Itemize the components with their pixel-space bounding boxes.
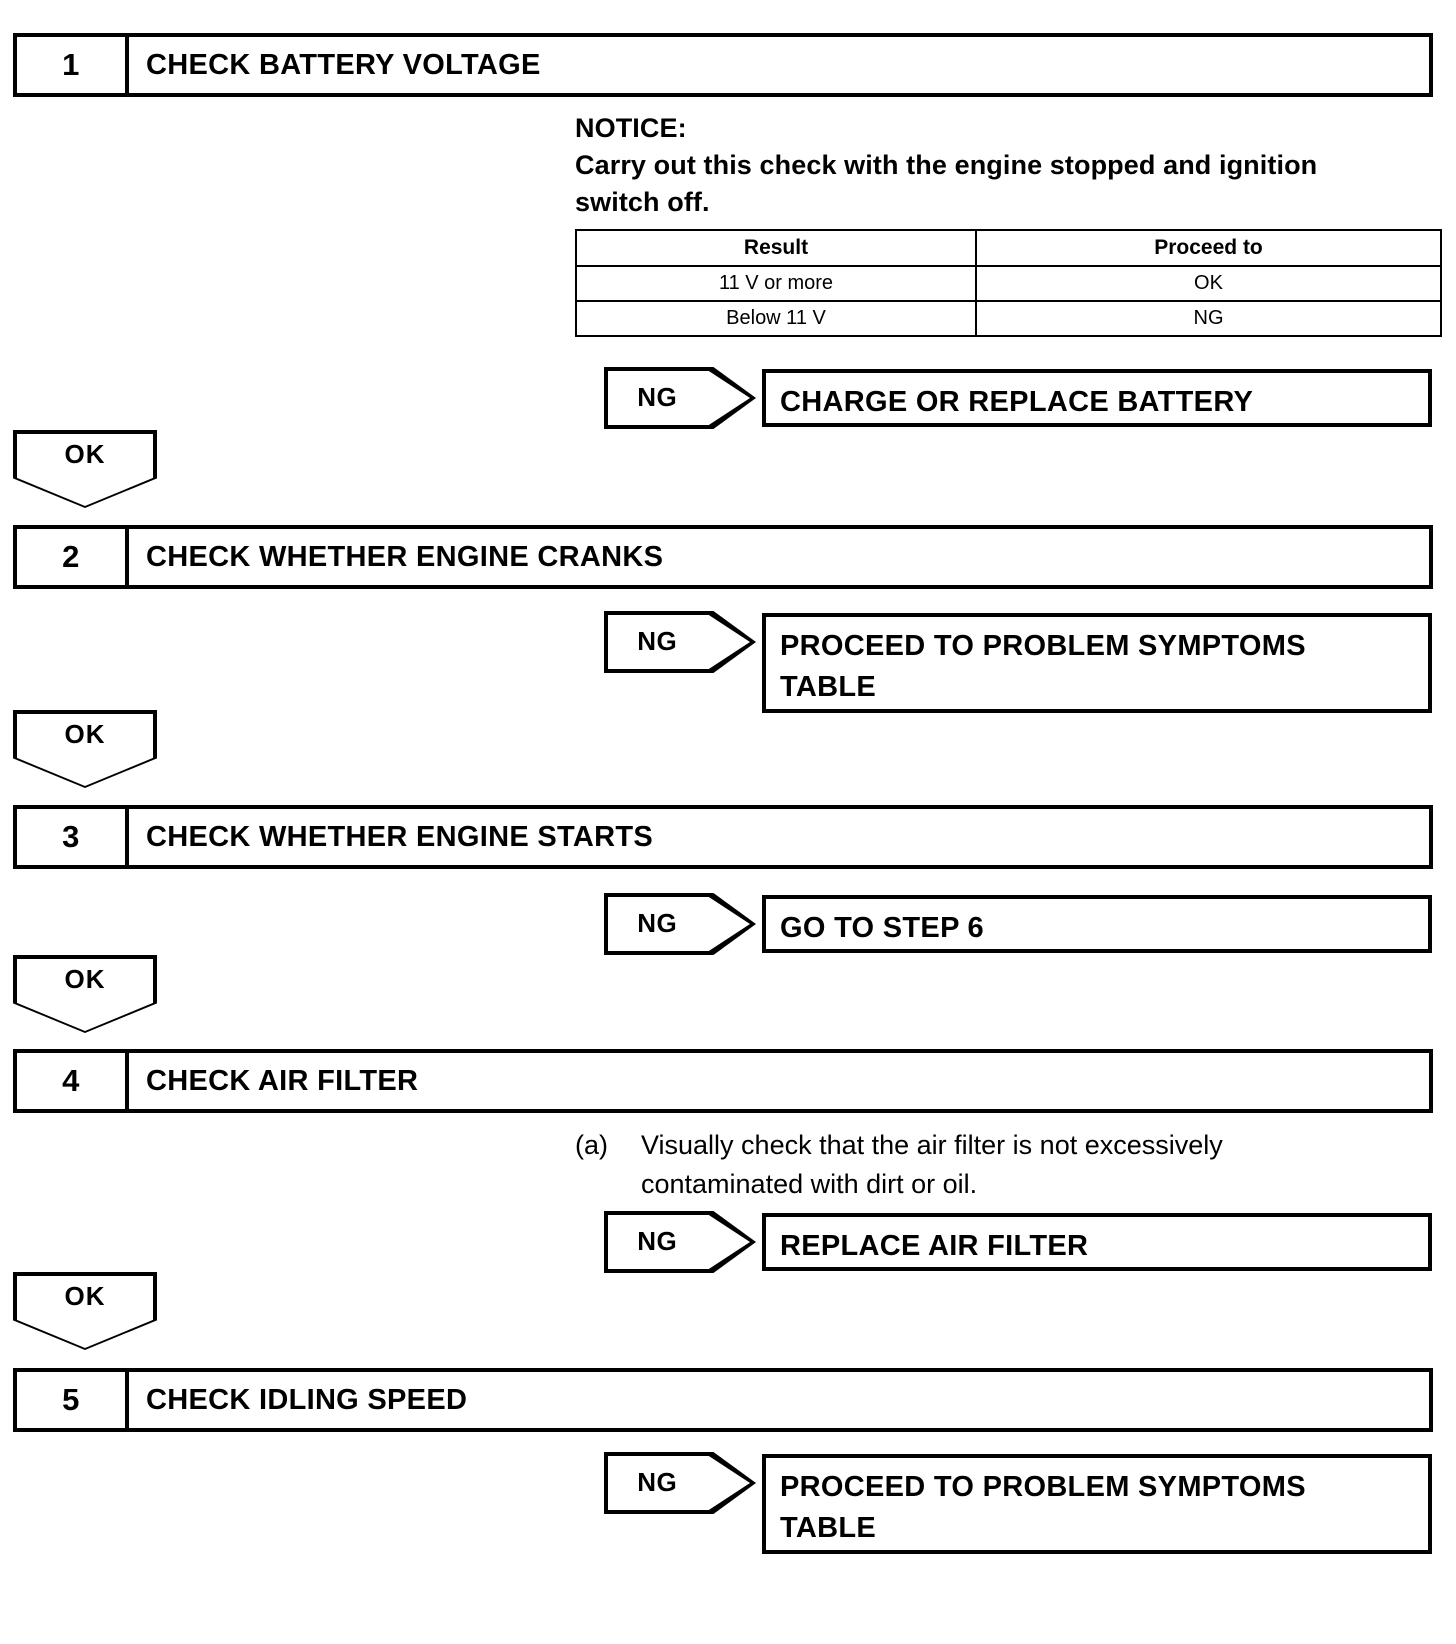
action-box-charge-or-replace-battery: CHARGE OR REPLACE BATTERY (762, 369, 1432, 427)
table-cell-result: Below 11 V (575, 300, 977, 337)
ok-arrow-3: OK (13, 955, 157, 1033)
ng-arrow-label: NG (637, 1226, 678, 1256)
ok-arrow-2: OK (13, 710, 157, 788)
action-line-1: PROCEED TO PROBLEM SYMPTOMS (780, 630, 1306, 662)
step-number-2: 2 (17, 529, 129, 585)
step-title-2: CHECK WHETHER ENGINE CRANKS (146, 540, 664, 573)
step-box-2: 2 CHECK WHETHER ENGINE CRANKS (13, 525, 1433, 589)
ok-arrow-4: OK (13, 1272, 157, 1350)
step-title-5: CHECK IDLING SPEED (146, 1383, 468, 1416)
table-row: Below 11 V NG (575, 300, 1442, 337)
step-number-3: 3 (17, 809, 129, 865)
step-number-4: 4 (17, 1053, 129, 1109)
action-line-1: PROCEED TO PROBLEM SYMPTOMS (780, 1471, 1306, 1503)
action-line-2: TABLE (780, 671, 877, 703)
ng-arrow-label: NG (637, 1467, 678, 1497)
action-line-2: TABLE (780, 1512, 877, 1544)
table-header-row: Result Proceed to (575, 229, 1442, 267)
ng-arrow-label: NG (637, 908, 678, 938)
ok-arrow-label: OK (64, 1281, 106, 1311)
step-number-5: 5 (17, 1372, 129, 1428)
action-box-replace-air-filter: REPLACE AIR FILTER (762, 1213, 1432, 1271)
ok-arrow-label: OK (64, 719, 106, 749)
action-line-1: GO TO STEP 6 (780, 912, 984, 944)
action-box-proceed-to-problem-symptoms-table-2: PROCEED TO PROBLEM SYMPTOMS TABLE (762, 613, 1432, 713)
ng-arrow-label: NG (637, 626, 678, 656)
table-header-proceed-to: Proceed to (975, 229, 1442, 267)
action-line-1: CHARGE OR REPLACE BATTERY (780, 386, 1254, 418)
action-line-1: REPLACE AIR FILTER (780, 1230, 1089, 1262)
instruction-block-4: (a) Visually check that the air filter i… (575, 1126, 1365, 1204)
instruction-marker: (a) (575, 1130, 608, 1160)
step-title-4: CHECK AIR FILTER (146, 1064, 419, 1097)
step-box-3: 3 CHECK WHETHER ENGINE STARTS (13, 805, 1433, 869)
notice-line-2: switch off. (575, 187, 710, 217)
ok-arrow-label: OK (64, 964, 106, 994)
table-cell-proceed: NG (975, 300, 1442, 337)
step-box-1: 1 CHECK BATTERY VOLTAGE (13, 33, 1433, 97)
notice-line-1: Carry out this check with the engine sto… (575, 150, 1318, 180)
step-box-5: 5 CHECK IDLING SPEED (13, 1368, 1433, 1432)
ok-arrow-label: OK (64, 439, 106, 469)
step-number-1: 1 (17, 37, 129, 93)
table-cell-proceed: OK (975, 265, 1442, 302)
table-cell-result: 11 V or more (575, 265, 977, 302)
table-header-result: Result (575, 229, 977, 267)
instruction-line-1: Visually check that the air filter is no… (641, 1130, 1223, 1160)
step-box-4: 4 CHECK AIR FILTER (13, 1049, 1433, 1113)
table-row: 11 V or more OK (575, 265, 1442, 302)
step-title-3: CHECK WHETHER ENGINE STARTS (146, 820, 654, 853)
ng-arrow-4: NG (604, 1211, 756, 1273)
result-table-1: Result Proceed to 11 V or more OK Below … (575, 229, 1442, 337)
ok-arrow-1: OK (13, 430, 157, 508)
instruction-body: Visually check that the air filter is no… (641, 1126, 1365, 1204)
ng-arrow-3: NG (604, 893, 756, 955)
ng-arrow-2: NG (604, 611, 756, 673)
instruction-line-2: contaminated with dirt or oil. (641, 1169, 978, 1199)
action-box-go-to-step-6: GO TO STEP 6 (762, 895, 1432, 953)
ng-arrow-1: NG (604, 367, 756, 429)
ng-arrow-5: NG (604, 1452, 756, 1514)
ng-arrow-label: NG (637, 382, 678, 412)
notice-block-1: NOTICE: Carry out this check with the en… (575, 110, 1375, 221)
notice-heading: NOTICE: (575, 113, 687, 143)
action-box-proceed-to-problem-symptoms-table-5: PROCEED TO PROBLEM SYMPTOMS TABLE (762, 1454, 1432, 1554)
step-title-1: CHECK BATTERY VOLTAGE (146, 48, 541, 81)
